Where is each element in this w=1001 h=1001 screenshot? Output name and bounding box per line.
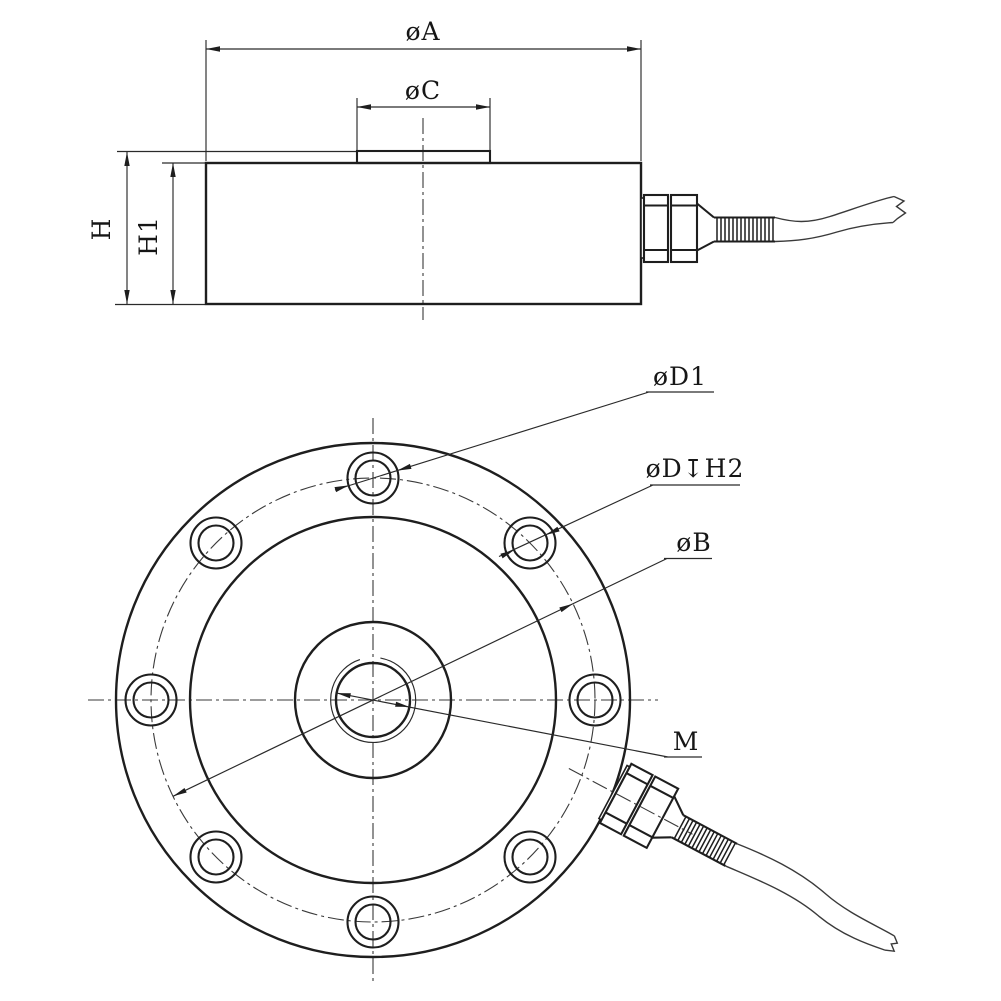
bolt-hole	[346, 451, 400, 505]
gland-centerline	[568, 768, 693, 835]
gland-taper	[696, 202, 715, 252]
leader-bolt-hole-depth: øD↧H2	[498, 454, 745, 559]
bolt-holes	[124, 451, 622, 949]
thread-arc	[330, 657, 417, 743]
bolt-hole	[568, 673, 622, 727]
leader-counterbore: øD1	[334, 362, 714, 493]
dimension-boss-diameter: øC	[356, 76, 491, 150]
center-thread-hole	[334, 661, 412, 739]
dim-label-od1: øD1	[653, 362, 707, 391]
cable-side	[774, 195, 907, 243]
bolt-hole	[503, 516, 557, 570]
loading-boss-side	[355, 149, 492, 165]
cable-gland-side	[640, 193, 907, 264]
bolt-circle-centerline	[150, 477, 596, 923]
gland-hex-2	[622, 775, 680, 850]
gland-taper	[652, 795, 685, 839]
dim-label-odh2: øD↧H2	[646, 454, 745, 483]
dimension-total-height: H	[87, 150, 356, 306]
dim-label-h: H	[87, 218, 116, 241]
bottom-view: øD1 øD↧H2 øB M	[88, 362, 899, 985]
dim-label-oc: øC	[405, 76, 441, 105]
gland-hex-1	[598, 762, 654, 836]
bolt-hole	[503, 830, 557, 884]
leader-bolt-circle: øB	[172, 528, 712, 797]
bolt-hole	[346, 895, 400, 949]
dim-label-m: M	[673, 727, 700, 756]
outer-flange-circle	[114, 441, 632, 959]
cable-gland-bottom	[568, 762, 899, 952]
dimension-body-height: H1	[134, 162, 205, 304]
gland-hex-1	[642, 193, 670, 264]
side-view: øA øC H H1	[87, 17, 907, 320]
dim-label-ob: øB	[676, 528, 711, 557]
dim-label-h1: H1	[134, 216, 163, 256]
center-boss-circle	[293, 620, 453, 780]
bolt-hole	[189, 830, 243, 884]
leader-center-thread: M	[336, 692, 702, 758]
dimension-outer-diameter: øA	[205, 17, 642, 161]
body-circle	[188, 515, 558, 885]
gland-hex-2	[669, 193, 699, 264]
bolt-hole	[189, 516, 243, 570]
cable-bottom	[725, 843, 899, 952]
bolt-hole	[124, 673, 178, 727]
dim-label-oa: øA	[405, 17, 440, 46]
